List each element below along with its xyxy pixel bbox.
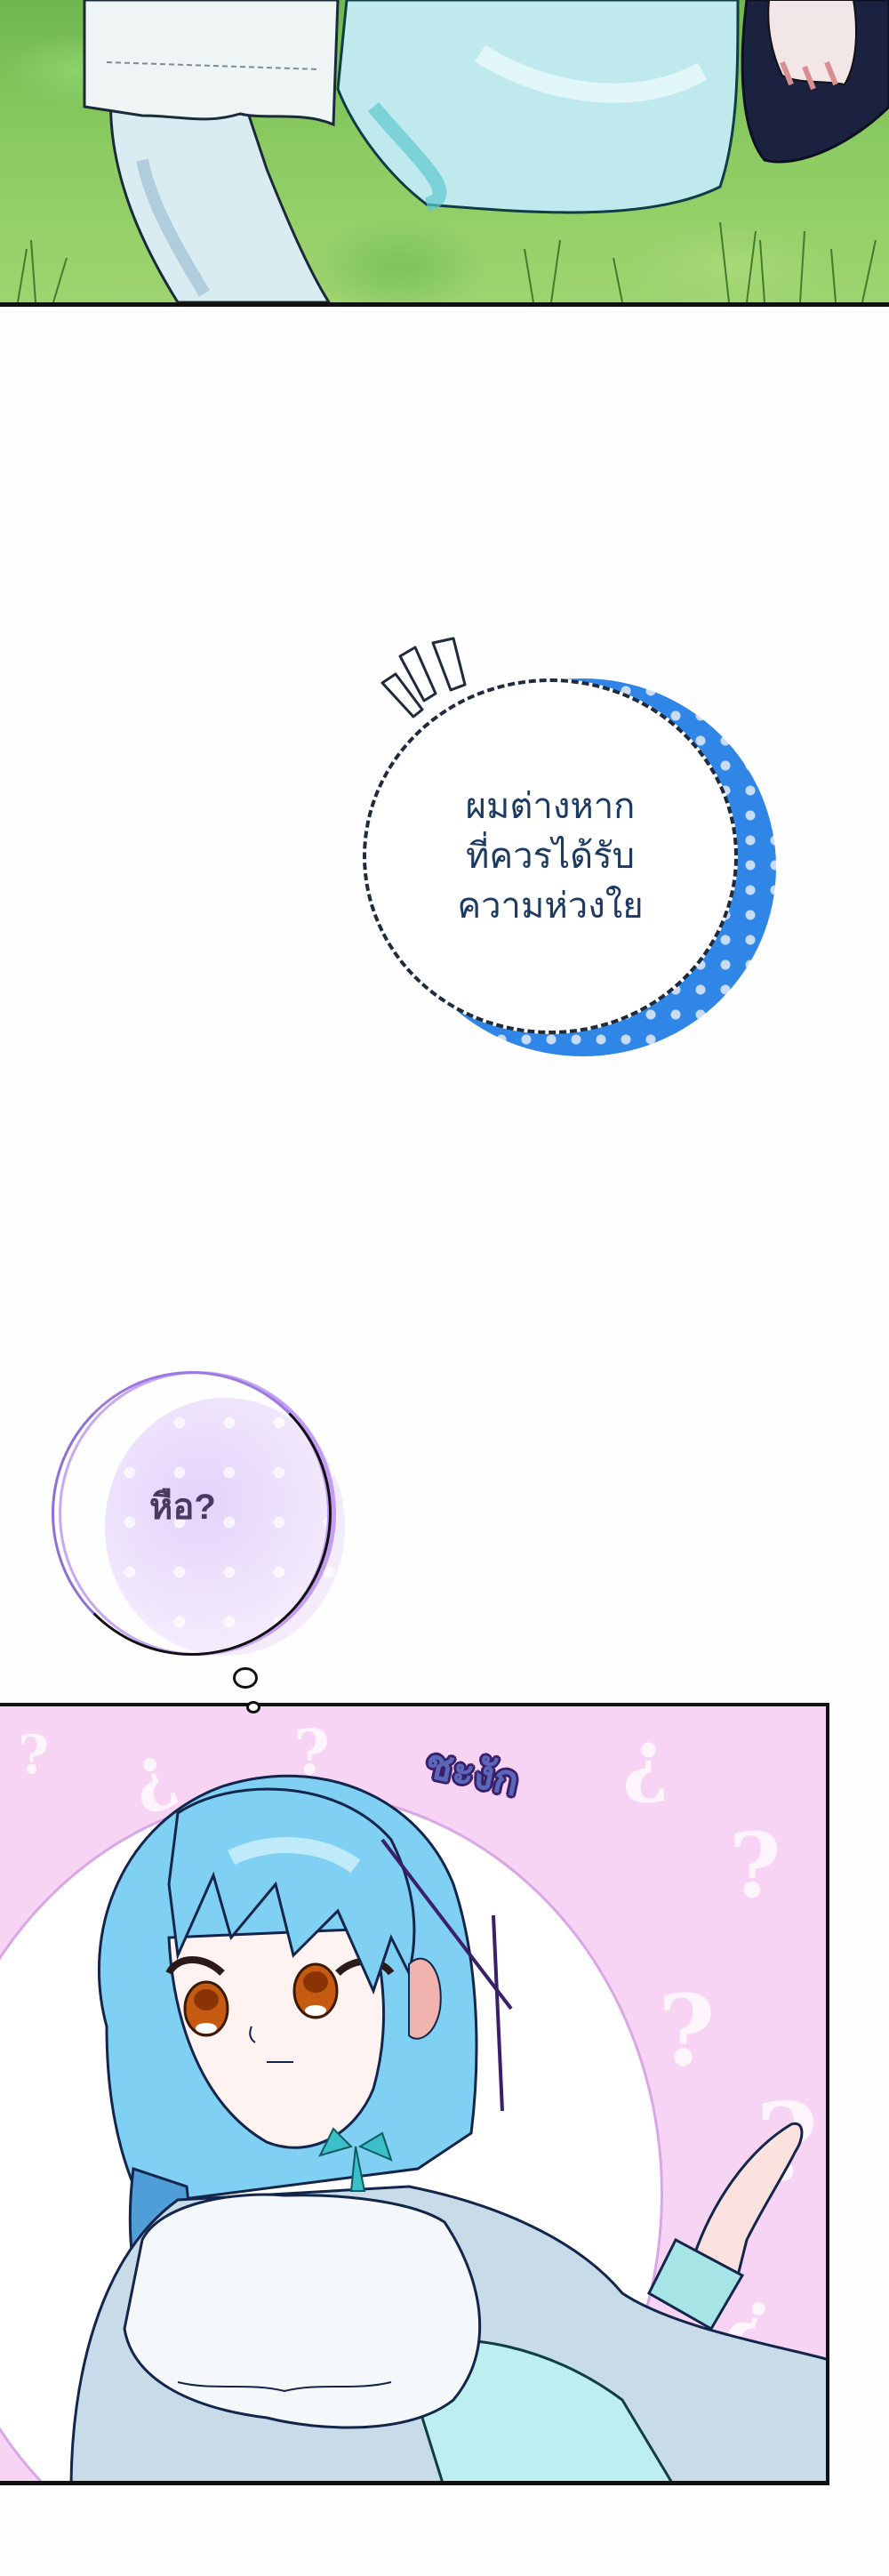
thought-bubble-text: หือ? — [149, 1488, 216, 1527]
speech-bubble-dashed: ผมต่างหาก ที่ควรได้รับ ความห่วงใย — [363, 678, 781, 1056]
thought-trail-dot-small — [246, 1701, 260, 1713]
thought-trail-dot-large — [233, 1667, 258, 1689]
panel-character-closeup: ? ? ? ? ? ? ? ? ? ? — [0, 1703, 829, 2485]
speech-bubble-body: ผมต่างหาก ที่ควรได้รับ ความห่วงใย — [363, 678, 738, 1034]
thought-bubble-outline — [52, 1371, 332, 1656]
bubble-text-line-3: ความห่วงใย — [457, 886, 644, 927]
emphasis-marks-icon — [380, 637, 467, 718]
grass-scene-illustration — [17, 0, 889, 302]
thought-bubble: หือ? — [52, 1371, 345, 1665]
panel-grass-scene — [0, 0, 889, 307]
bubble-text-line-1: ผมต่างหาก — [465, 786, 636, 827]
bubble-text-line-2: ที่ควรได้รับ — [465, 836, 636, 877]
question-mark-pattern: ? — [729, 1813, 781, 1918]
question-mark-pattern: ? — [658, 1973, 716, 2088]
question-mark-pattern: ? — [18, 1724, 50, 1786]
character-illustration — [69, 1774, 826, 2481]
